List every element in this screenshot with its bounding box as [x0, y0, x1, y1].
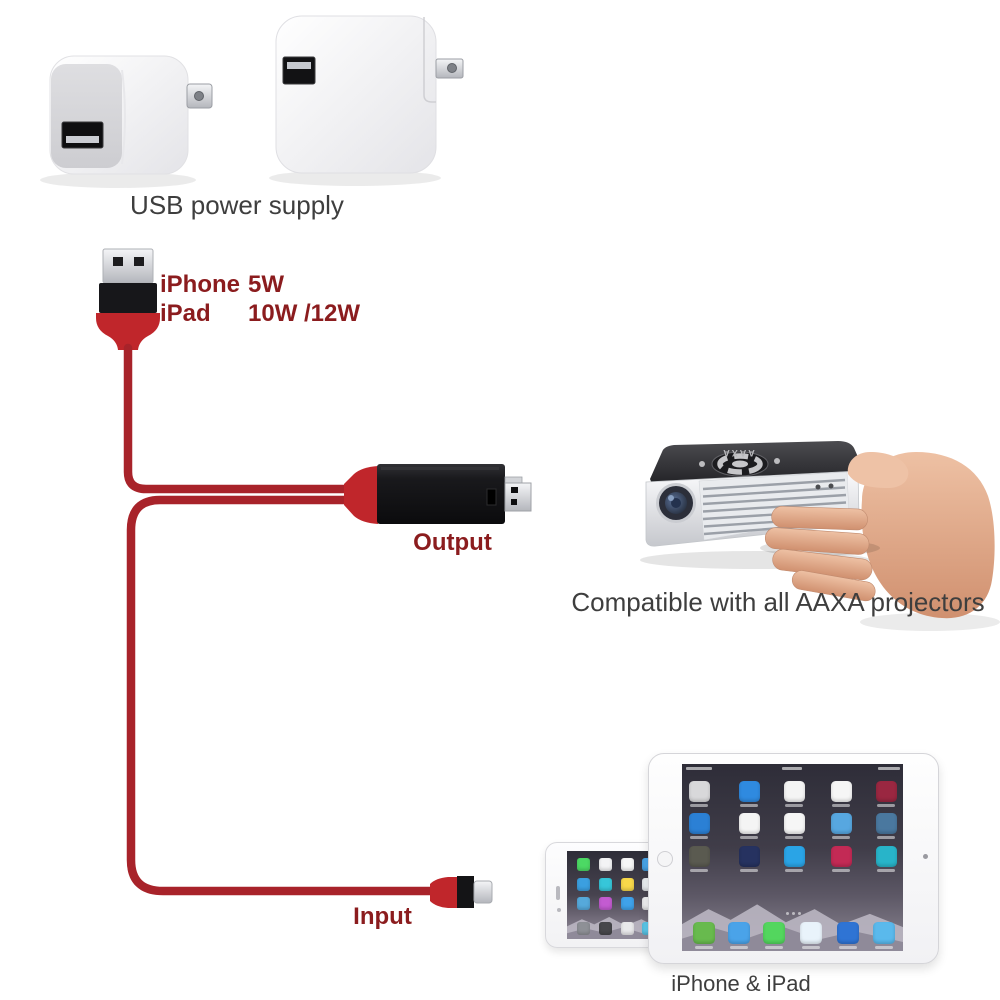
ipad-camera-icon: [923, 854, 928, 859]
app-icon: [800, 922, 822, 944]
app-icon-label: [877, 803, 895, 807]
app-icon: [738, 812, 760, 834]
app-icon: [576, 896, 590, 910]
app-icon-label: [695, 946, 713, 949]
app-icon: [728, 922, 750, 944]
power-row-watts: 5W: [248, 271, 284, 298]
app-icon: [688, 780, 710, 802]
projector: [645, 441, 863, 547]
page-indicator-dot: [792, 912, 795, 915]
power-row-device: iPad: [160, 300, 211, 327]
app-icon-label: [802, 946, 820, 949]
usb-port: [61, 121, 104, 149]
app-icon: [576, 857, 590, 871]
app-icon: [875, 780, 897, 802]
iphone-earpiece: [556, 886, 560, 900]
app-icon-label: [740, 835, 758, 839]
power-ratings-table: iPhone 5W iPad 10W /12W: [160, 270, 360, 328]
app-icon: [693, 922, 715, 944]
power-supply-label: USB power supply: [130, 190, 344, 220]
ipad-screen: [682, 764, 903, 951]
output-label: Output: [413, 529, 492, 556]
app-icon: [830, 845, 852, 867]
app-icon: [598, 857, 612, 871]
input-label: Input: [353, 903, 412, 930]
app-icon: [763, 922, 785, 944]
hand-thumb: [847, 452, 909, 488]
hand-palm: [861, 452, 995, 619]
app-icon: [620, 896, 634, 910]
projector-logo: AAXA: [721, 448, 755, 458]
app-icon: [783, 812, 805, 834]
large-power-adapter: [269, 15, 464, 186]
app-icon-label: [765, 946, 783, 949]
app-icon-label: [832, 868, 850, 872]
app-icon-label: [690, 868, 708, 872]
power-row-watts: 10W /12W: [248, 300, 361, 327]
ipad-home-button: [657, 851, 673, 867]
app-icon: [598, 877, 612, 891]
app-icon: [598, 921, 612, 935]
usb-a-connector: [96, 248, 160, 350]
compatibility-label: Compatible with all AAXA projectors: [571, 587, 985, 617]
usb-port: [282, 56, 316, 85]
app-icon: [875, 845, 897, 867]
status-bar-segment: [878, 767, 900, 770]
power-row-device: iPhone: [160, 271, 241, 298]
app-icon: [620, 877, 634, 891]
app-icon-label: [875, 946, 893, 949]
app-icon: [620, 857, 634, 871]
app-icon: [873, 922, 895, 944]
ipad: [648, 753, 939, 964]
indicator-dot: [815, 484, 821, 490]
app-icon: [837, 922, 859, 944]
projector-lens: [656, 483, 696, 523]
app-icon: [688, 845, 710, 867]
app-icon: [738, 780, 760, 802]
status-bar-segment: [686, 767, 712, 770]
app-icon-label: [690, 835, 708, 839]
app-icon-label: [785, 868, 803, 872]
app-icon: [830, 780, 852, 802]
app-icon-label: [785, 835, 803, 839]
app-icon-label: [690, 803, 708, 807]
app-icon: [620, 921, 634, 935]
hand-fingers: [764, 506, 876, 602]
hdmi-connector: [344, 464, 532, 524]
app-icon-label: [730, 946, 748, 949]
page-indicator-dot: [798, 912, 801, 915]
app-icon-label: [785, 803, 803, 807]
projector-photo: [640, 441, 1000, 631]
cable-to-lightning: [126, 495, 438, 896]
app-icon-label: [832, 803, 850, 807]
app-icon-label: [877, 835, 895, 839]
small-power-adapter: [40, 55, 213, 188]
app-icon: [576, 877, 590, 891]
lightning-connector: [430, 876, 493, 908]
app-icon: [830, 812, 852, 834]
app-icon: [783, 845, 805, 867]
app-icon-label: [740, 868, 758, 872]
app-icon-label: [877, 868, 895, 872]
app-icon-label: [740, 803, 758, 807]
app-icon: [783, 780, 805, 802]
app-icon: [598, 896, 612, 910]
app-icon-label: [832, 835, 850, 839]
app-icon-label: [839, 946, 857, 949]
indicator-dot: [828, 483, 834, 489]
app-icon: [688, 812, 710, 834]
devices-label: iPhone & iPad: [671, 971, 811, 996]
app-icon: [875, 812, 897, 834]
plug-prong: [186, 83, 213, 109]
page-indicator-dot: [786, 912, 789, 915]
app-icon: [576, 921, 590, 935]
status-bar-segment: [782, 767, 802, 770]
cable-assembly: [96, 248, 532, 908]
cable-to-usb: [123, 343, 357, 494]
app-icon: [738, 845, 760, 867]
iphone-camera-icon: [557, 908, 561, 912]
plug-prong: [435, 58, 464, 79]
